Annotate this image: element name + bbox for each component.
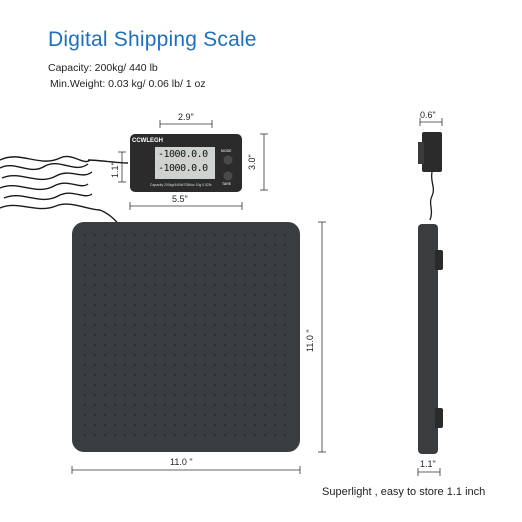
- dim-display-width-bottom: 5.5": [172, 194, 188, 204]
- side-view: [418, 132, 443, 454]
- dimension-lines: [71, 118, 443, 476]
- lcd-readout-top: -1000.0.0: [158, 149, 208, 160]
- brand-logo: CCWLEGH: [132, 138, 163, 144]
- mode-button-icon: [223, 155, 233, 165]
- display-capacity-text: Capacity 200kg/440lb/7056oz 10g 0.02lb: [150, 183, 212, 187]
- dim-display-height: 3.0": [247, 154, 257, 170]
- lcd-readout-bottom: -1000.0.0: [158, 163, 208, 174]
- lcd-screen: [155, 147, 215, 179]
- scale-platform: [72, 222, 300, 452]
- tare-button-label: TARE: [222, 182, 232, 186]
- mode-button-label: MODE: [221, 149, 232, 153]
- coiled-cable: [0, 155, 129, 233]
- tare-button-icon: [223, 171, 233, 181]
- page-title: Digital Shipping Scale: [48, 28, 257, 51]
- dim-display-width-top: 2.9": [178, 112, 194, 122]
- capacity-spec: Capacity: 200kg/ 440 lb: [48, 62, 158, 74]
- display-unit: [130, 134, 242, 192]
- dim-platform-height: 11.0 ": [305, 329, 315, 352]
- dim-side-depth-bottom: 1.1": [420, 459, 436, 469]
- dim-display-depth: 1.1": [110, 162, 120, 178]
- storage-caption: Superlight , easy to store 1.1 inch: [322, 486, 486, 498]
- min-weight-spec: Min.Weight: 0.03 kg/ 0.06 lb/ 1 oz: [50, 78, 206, 90]
- dim-platform-width: 11.0 ": [170, 457, 193, 467]
- dim-side-depth-top: 0.6": [420, 110, 436, 120]
